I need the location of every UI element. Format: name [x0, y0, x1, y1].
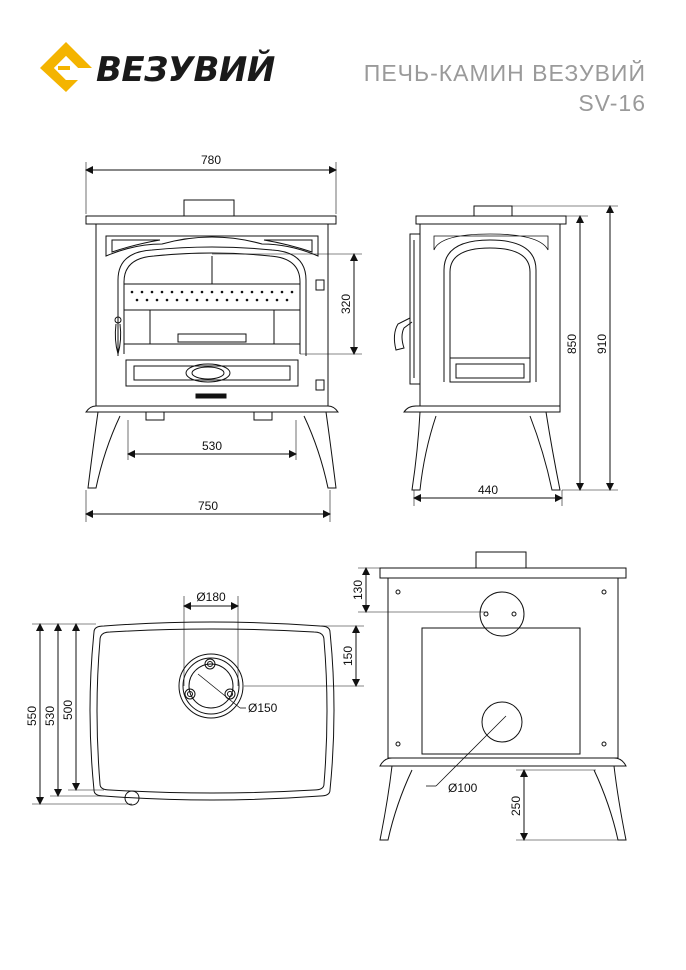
model-name: SV-16	[578, 90, 646, 116]
dim-front-width-top: 780	[201, 153, 221, 167]
dim-top-depth-body: 530	[43, 706, 57, 726]
dim-top-depth-total: 550	[25, 706, 39, 726]
back-view	[379, 551, 627, 841]
side-view	[393, 205, 567, 491]
brand-name: ВЕЗУВИЙ	[96, 50, 275, 90]
dim-back-top-offset: 130	[351, 580, 365, 600]
dim-top-flue-offset: 150	[341, 646, 355, 666]
page-title: ПЕЧЬ-КАМИН ВЕЗУВИЙ	[363, 60, 646, 86]
vesuvius-logo-icon	[40, 42, 92, 92]
dim-top-flue-outer: Ø180	[196, 590, 226, 604]
logo	[36, 40, 266, 102]
dim-side-height-total: 910	[595, 334, 609, 354]
dim-front-door-height: 320	[339, 294, 353, 314]
front-view	[85, 199, 339, 489]
dim-front-width-base: 750	[198, 499, 218, 513]
dim-back-rear-outlet: Ø100	[448, 781, 478, 795]
dim-side-height-body: 850	[565, 334, 579, 354]
dim-side-depth: 440	[478, 483, 498, 497]
dim-front-legs-span: 530	[202, 439, 222, 453]
dim-top-flue-inner: Ø150	[248, 701, 278, 715]
dim-top-depth-top: 500	[61, 700, 75, 720]
top-view	[89, 621, 335, 806]
dim-back-leg-height: 250	[509, 796, 523, 816]
